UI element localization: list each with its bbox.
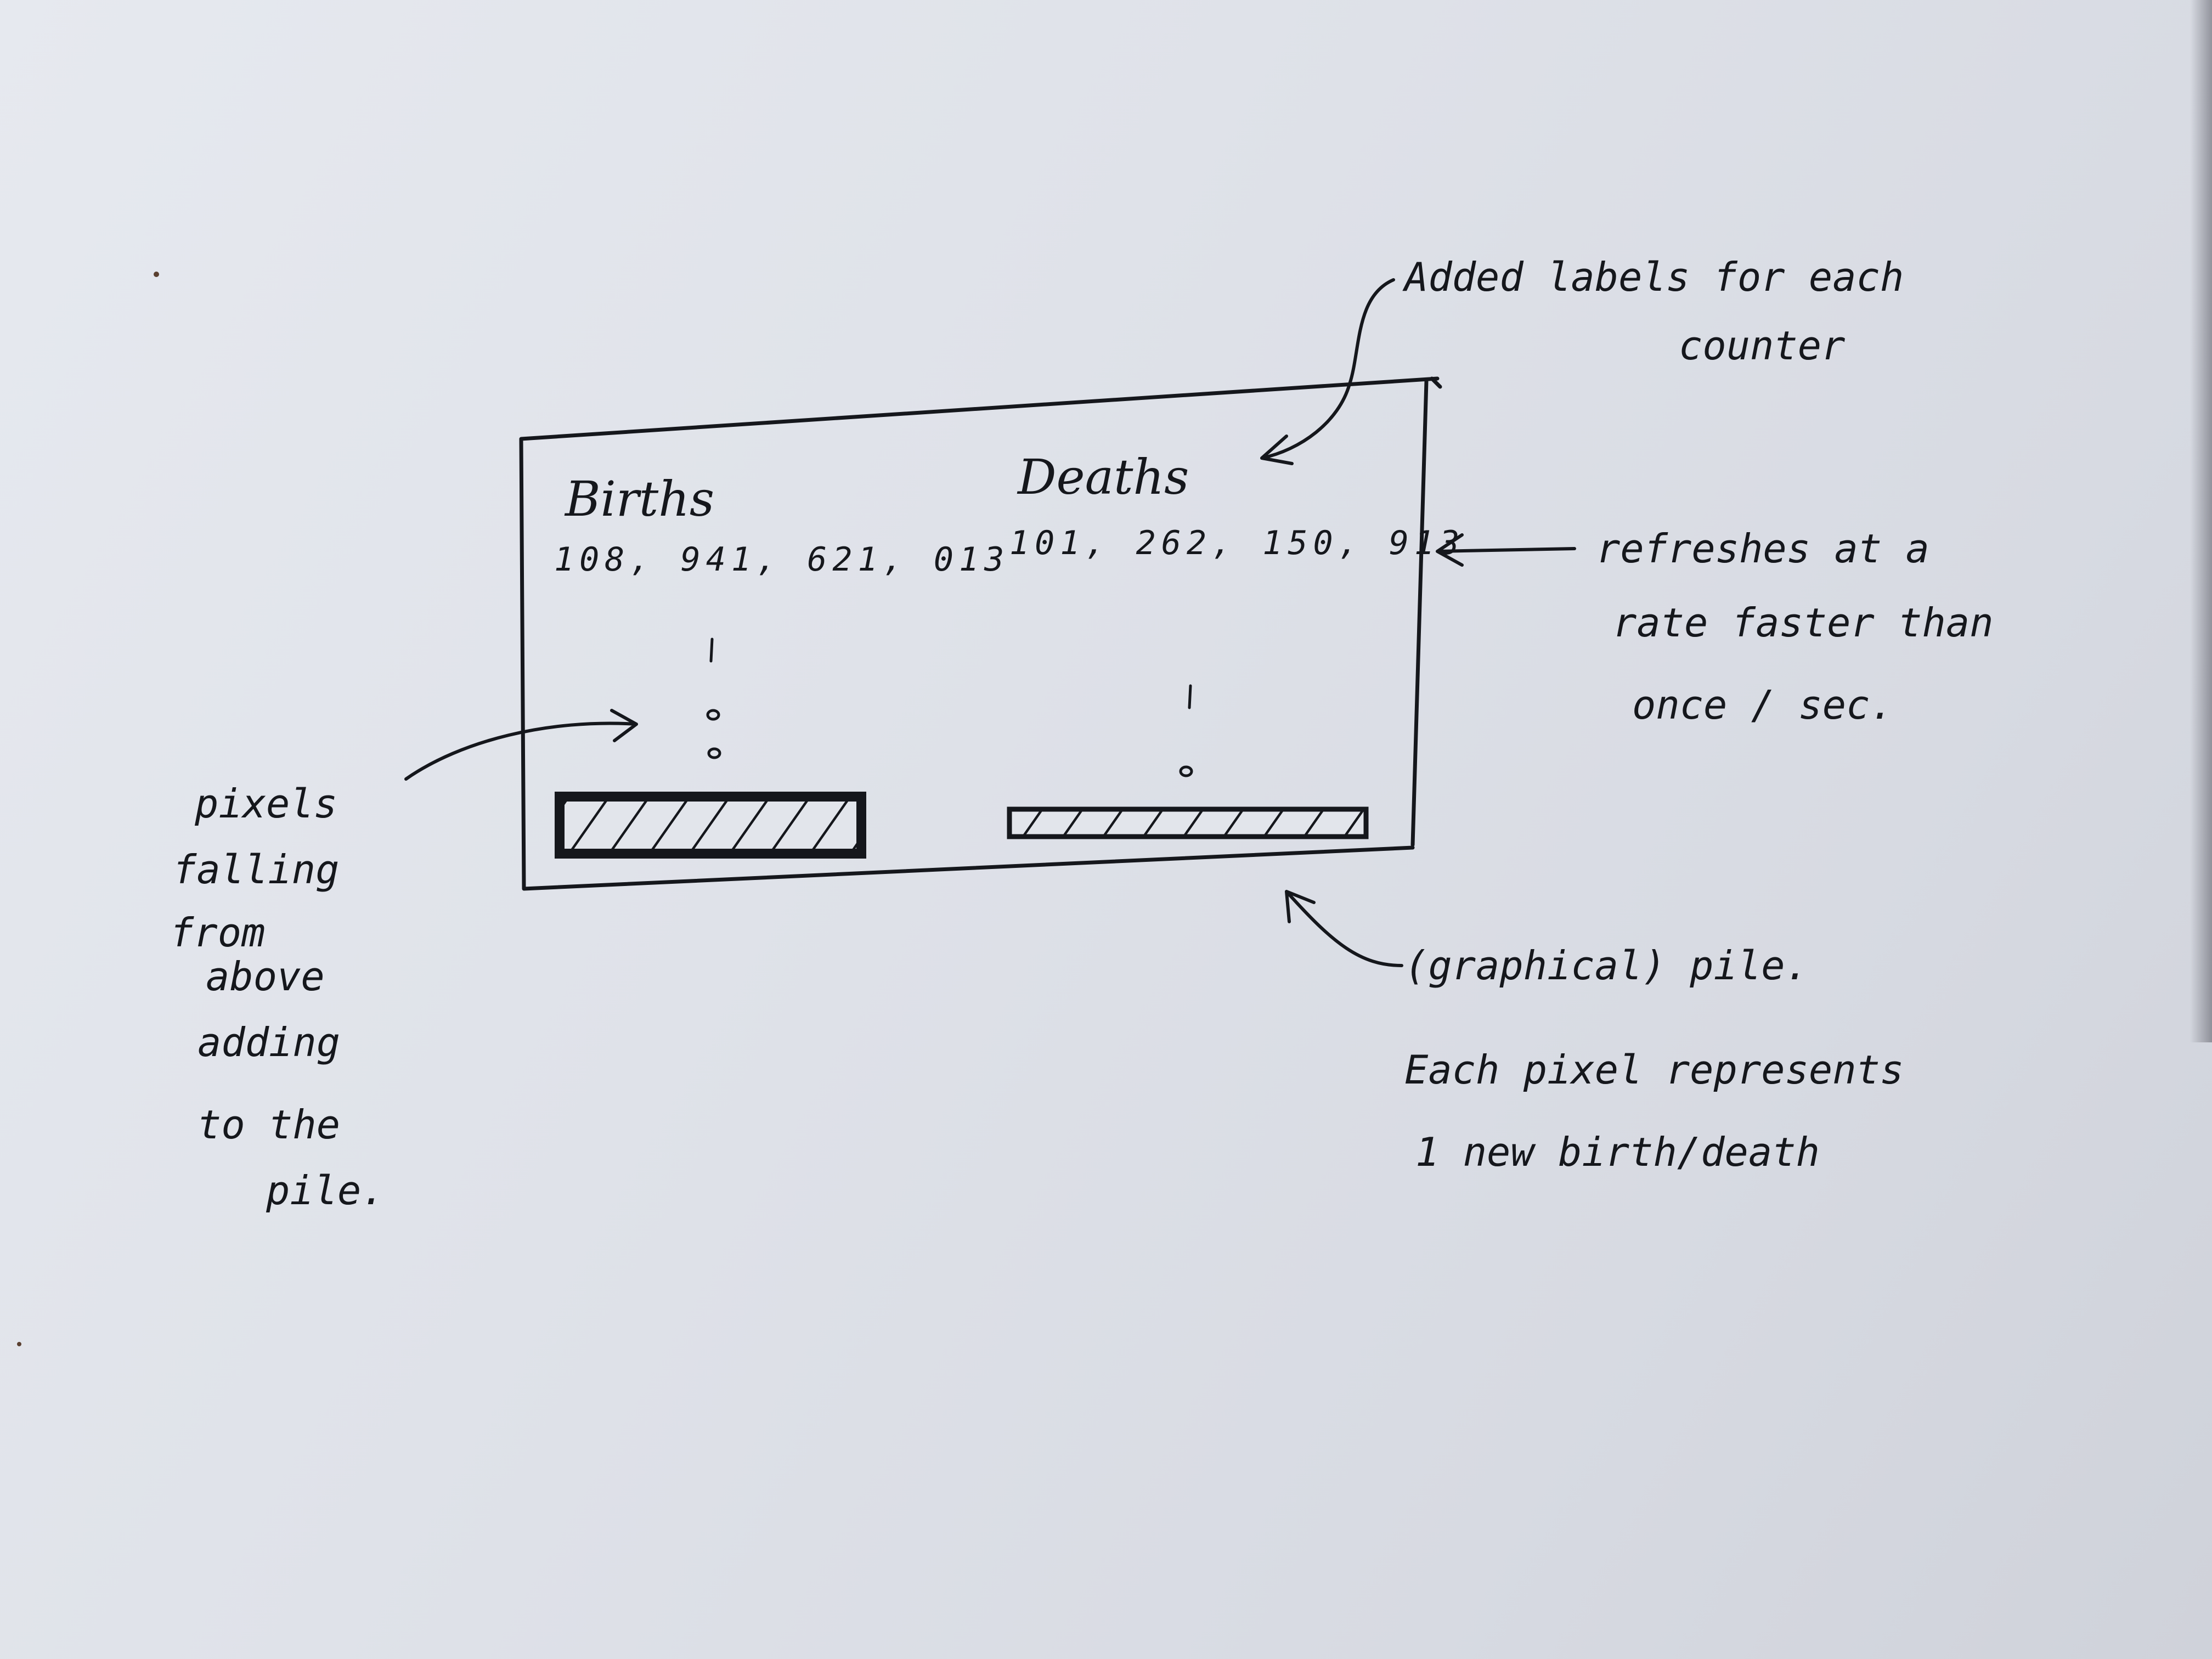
pile-note-line1: (graphical) pile. (1404, 943, 1809, 989)
pile-note-arrow (1285, 890, 1403, 967)
pile-note-line3: 1 new birth/death (1415, 1129, 1820, 1175)
pixels-note-line5: adding (198, 1019, 340, 1065)
deaths-falling-pixel (1179, 765, 1193, 777)
births-falling-pixel (707, 747, 721, 759)
pixels-note-line1: pixels (194, 781, 337, 827)
pixels-note-line4: above (206, 953, 325, 1000)
refresh-note-line2: rate faster than (1613, 600, 1994, 646)
refresh-note-line1: refreshes at a (1596, 526, 1929, 572)
deaths-label: Deaths (1017, 449, 1189, 505)
labels-note-arrow (1260, 278, 1395, 465)
window-frame (519, 376, 1442, 891)
pixels-note-line6: to the (198, 1102, 340, 1148)
pixels-note-line3: from (170, 910, 265, 956)
births-falling-pixel (706, 709, 720, 721)
pile-note-line2: Each pixel represents (1404, 1047, 1904, 1093)
refresh-note-line3: once / sec. (1632, 682, 1894, 728)
refresh-note-arrow (1436, 533, 1576, 567)
deaths-pile-bar (1007, 806, 1369, 839)
pixels-note-line2: falling (173, 847, 339, 893)
stray-pen-dot (154, 272, 159, 277)
stray-pen-dot (17, 1342, 21, 1346)
deaths-falling-pixel-streak (1188, 684, 1192, 709)
births-label: Births (564, 471, 714, 527)
births-value: 108, 941, 621, 013 (554, 540, 1009, 579)
labels-note-line1: Added labels for each (1402, 254, 1904, 300)
pixels-note-arrow (404, 709, 638, 781)
deaths-value: 101, 262, 150, 913 (1009, 524, 1465, 562)
labels-note-line2: counter (1679, 323, 1845, 369)
births-falling-pixel-streak (709, 637, 714, 663)
births-pile-bar (555, 792, 866, 859)
pixels-note-line7: pile. (266, 1167, 385, 1214)
